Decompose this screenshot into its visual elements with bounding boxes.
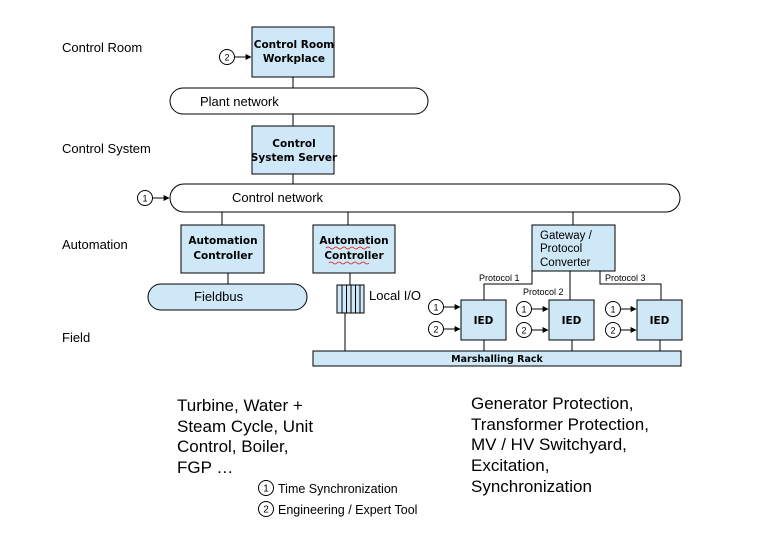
right-note-line-1: Generator Protection, [471,394,634,413]
control-network: Control network [169,183,681,213]
left-note-line-4: FGP … [177,458,233,477]
left-note-line-3: Control, Boiler, [177,437,289,456]
svg-text:2: 2 [263,505,269,516]
right-note-line-5: Synchronization [471,477,592,496]
left-note-line-2: Steam Cycle, Unit [177,417,313,436]
plant-network-label: Plant network [200,94,279,109]
connector-protocol-1 [483,271,533,300]
protocol-1-label: Protocol 1 [479,273,520,283]
controller2-line-2: Controller [324,250,384,262]
gateway-line-1: Gateway / [540,230,593,242]
local-io-label: Local I/O [369,288,421,303]
protocol-2-label: Protocol 2 [523,287,564,297]
svg-text:2: 2 [224,53,229,63]
legend: 1 Time Synchronization 2 Engineering / E… [258,480,417,517]
time-sync-marker-network: 1 [137,190,170,206]
ied-1-markers: 1 2 [428,299,461,337]
controller1-line-1: Automation [188,235,257,247]
gateway-line-2: Protocol [540,243,582,255]
engineering-marker-workplace: 2 [219,49,252,65]
ied-3-markers: 1 2 [605,301,637,338]
server-line-2: System Server [251,152,338,164]
svg-text:2: 2 [521,326,526,336]
svg-text:1: 1 [142,194,147,204]
marshalling-rack-label: Marshalling Rack [451,354,543,365]
gateway-line-3: Converter [540,257,591,269]
automation-controller-2: Automation Controller [312,224,396,274]
legend-marker-2 [258,501,274,517]
control-system-server: Control System Server [251,125,338,175]
svg-text:2: 2 [610,326,615,336]
left-note-line-1: Turbine, Water + [177,396,303,415]
ied-3: IED [636,299,683,341]
legend-item-2: Engineering / Expert Tool [278,503,417,517]
plant-network: Plant network [169,87,429,115]
ied-1: IED [460,299,507,341]
fieldbus: Fieldbus [147,283,308,311]
level-automation: Automation [62,237,128,252]
svg-text:2: 2 [433,325,438,335]
left-note: Turbine, Water + Steam Cycle, Unit Contr… [177,396,313,477]
connector-protocol-3 [599,271,662,300]
automation-controller-1: Automation Controller [180,224,265,274]
workplace-line-1: Control Room [254,39,335,51]
control-room-workplace: Control Room Workplace [251,26,335,78]
local-io: Local I/O [336,284,421,314]
ied-2-markers: 1 2 [516,301,549,338]
svg-text:1: 1 [610,305,615,315]
right-note-line-2: Transformer Protection, [471,415,649,434]
right-note: Generator Protection, Transformer Protec… [471,394,649,496]
ied-3-label: IED [650,315,670,327]
ied-2-label: IED [562,315,582,327]
marshalling-rack: Marshalling Rack [312,350,682,367]
ied-1-label: IED [474,315,494,327]
svg-text:1: 1 [263,484,269,495]
right-note-line-4: Excitation, [471,456,549,475]
level-control-room: Control Room [62,40,142,55]
controller2-line-1: Automation [319,235,388,247]
legend-item-1: Time Synchronization [278,482,398,496]
svg-text:1: 1 [433,303,438,313]
ied-2: IED [548,299,595,341]
server-line-1: Control [272,138,315,150]
workplace-line-2: Workplace [263,53,325,65]
right-note-line-3: MV / HV Switchyard, [471,435,627,454]
controller1-line-2: Controller [193,250,253,262]
fieldbus-label: Fieldbus [194,289,244,304]
spellcheck-underline [325,246,371,250]
level-field: Field [62,330,90,345]
svg-text:1: 1 [521,305,526,315]
gateway-protocol-converter: Gateway / Protocol Converter [531,224,616,272]
level-control-system: Control System [62,141,151,156]
control-network-label: Control network [232,190,324,205]
spellcheck-underline [328,261,370,265]
legend-marker-1 [258,480,274,496]
connectors [221,77,662,351]
protocol-3-label: Protocol 3 [605,273,646,283]
